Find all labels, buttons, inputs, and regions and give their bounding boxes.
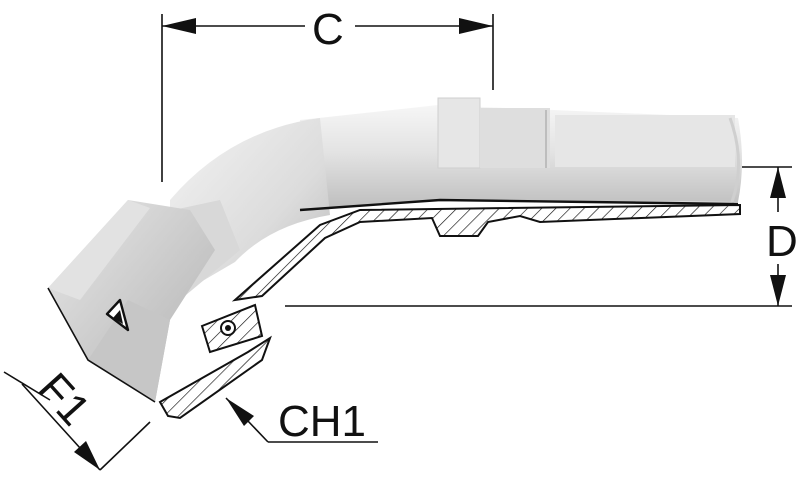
section-cut [158, 203, 741, 420]
dimension-c: C [161, 2, 494, 182]
hex-nut [48, 200, 215, 402]
dimension-d-label: D [766, 217, 798, 266]
outline [47, 198, 739, 403]
brand-logo-icon [105, 298, 130, 332]
ch1-label: CH1 [278, 397, 366, 446]
dimension-d: D [285, 166, 800, 307]
dimension-f1-label: F1 [29, 364, 100, 435]
fitting-tail [300, 97, 742, 210]
dimension-c-label: C [312, 5, 344, 54]
leader-ch1: CH1 [225, 397, 378, 446]
